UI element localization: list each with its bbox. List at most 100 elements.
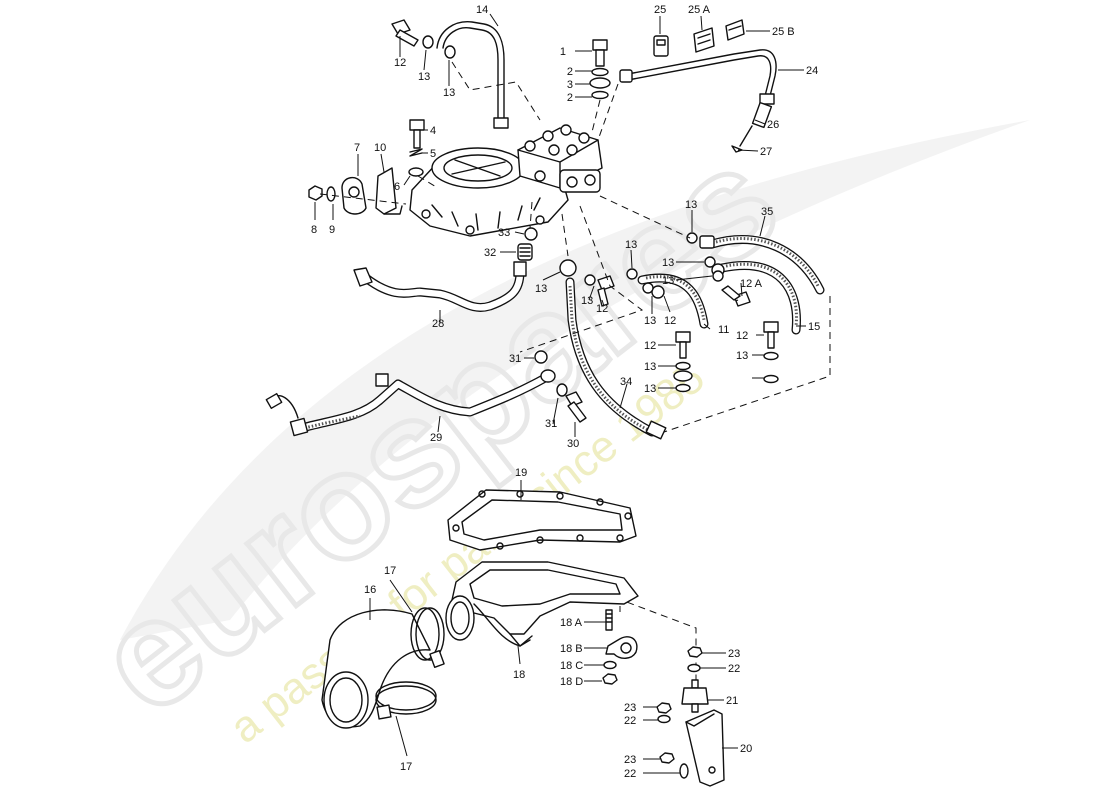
callout-12a: 12 A bbox=[740, 278, 763, 290]
seal-31-lower bbox=[556, 383, 568, 397]
callout-11: 11 bbox=[718, 324, 729, 336]
seal-31-upper bbox=[534, 350, 548, 364]
callout-23-top: 23 bbox=[728, 648, 740, 660]
leader-lines bbox=[314, 13, 806, 774]
callout-21: 21 bbox=[726, 695, 738, 707]
callout-13-r2: 13 bbox=[662, 257, 674, 269]
clamp-25 bbox=[653, 35, 669, 57]
clamp-25a bbox=[693, 27, 715, 53]
callout-22-bottom: 22 bbox=[624, 768, 636, 780]
washer-13-rr2 bbox=[763, 374, 779, 384]
hose-clamp-17-top bbox=[410, 607, 445, 668]
hose-clamp-17-bottom bbox=[375, 681, 437, 720]
vacuum-line-24 bbox=[619, 49, 777, 105]
callout-30: 30 bbox=[567, 438, 579, 450]
washer-13-m1 bbox=[626, 268, 638, 280]
callout-23-mid: 23 bbox=[624, 702, 636, 714]
callout-4: 4 bbox=[430, 125, 436, 137]
clip-27 bbox=[731, 145, 743, 153]
gasket-19 bbox=[447, 489, 637, 551]
seal-33 bbox=[524, 227, 538, 241]
callout-labels: 1 2 3 2 4 5 6 7 8 9 10 11 12 13 13 14 24… bbox=[311, 4, 820, 780]
callout-7: 7 bbox=[354, 142, 360, 154]
braided-line-34 bbox=[559, 259, 667, 440]
washer-9 bbox=[326, 186, 336, 202]
banjo-bolt-30 bbox=[565, 391, 587, 423]
callout-6: 6 bbox=[394, 181, 400, 193]
callout-31-a: 31 bbox=[509, 353, 521, 365]
callout-25a: 25 A bbox=[688, 4, 711, 16]
washer-13-c1 bbox=[675, 361, 691, 371]
washer-13-r1 bbox=[686, 232, 698, 244]
callout-19: 19 bbox=[515, 467, 527, 479]
washer-13-top-b bbox=[444, 45, 456, 59]
elbow-hose-16 bbox=[321, 609, 431, 729]
callout-17-bottom: 17 bbox=[400, 761, 412, 773]
callout-13-c2: 13 bbox=[644, 383, 656, 395]
callout-5: 5 bbox=[430, 148, 436, 160]
callout-32: 32 bbox=[484, 247, 496, 259]
banjo-3 bbox=[589, 77, 611, 89]
washer-22-mid bbox=[657, 714, 671, 724]
bracket-20 bbox=[685, 709, 725, 787]
intake-housing-18 bbox=[445, 561, 639, 647]
washer-2-b bbox=[591, 90, 609, 100]
callout-2-b: 2 bbox=[567, 92, 573, 104]
callout-25b: 25 B bbox=[772, 26, 795, 38]
nut-23-bottom bbox=[659, 752, 675, 764]
banjo-bolt-12-right bbox=[763, 321, 779, 349]
washer-22-bottom bbox=[679, 763, 689, 779]
callout-18a: 18 A bbox=[560, 617, 583, 629]
fitting-32 bbox=[517, 243, 533, 261]
nut-8 bbox=[308, 185, 323, 201]
nut-23-mid bbox=[656, 702, 672, 714]
callout-2: 2 bbox=[567, 66, 573, 78]
callout-18c: 18 C bbox=[560, 660, 583, 672]
callout-29: 29 bbox=[430, 432, 442, 444]
banjo-bolt-12-center bbox=[675, 331, 691, 359]
washer-13-rr1 bbox=[763, 351, 779, 361]
callout-20: 20 bbox=[740, 743, 752, 755]
washer-13-r2 bbox=[704, 256, 716, 268]
callout-31-b: 31 bbox=[545, 418, 557, 430]
callout-18d: 18 D bbox=[560, 676, 583, 688]
callout-12-center: 12 bbox=[644, 340, 656, 352]
banjo-bolt-12-top bbox=[391, 19, 419, 47]
rubber-mount-21 bbox=[681, 679, 709, 713]
washer-6 bbox=[408, 167, 424, 177]
nut-23-top bbox=[687, 646, 703, 658]
callout-34: 34 bbox=[620, 376, 632, 388]
callout-27: 27 bbox=[760, 146, 772, 158]
callout-18b: 18 B bbox=[560, 643, 583, 655]
fuel-line-14 bbox=[442, 27, 499, 121]
assembly-lines bbox=[319, 61, 831, 700]
washer-22-top bbox=[687, 663, 701, 673]
callout-8: 8 bbox=[311, 224, 317, 236]
washer-2-a bbox=[591, 67, 609, 77]
callout-12-right: 12 bbox=[736, 330, 748, 342]
callout-25: 25 bbox=[654, 4, 666, 16]
callout-26: 26 bbox=[767, 119, 779, 131]
washer-13-r3 bbox=[712, 270, 724, 282]
fuel-distributor bbox=[517, 124, 603, 193]
callout-33: 33 bbox=[498, 227, 510, 239]
washer-13-c2 bbox=[675, 383, 691, 393]
callout-35: 35 bbox=[761, 206, 773, 218]
callout-13-c1: 13 bbox=[644, 361, 656, 373]
callout-17-top: 17 bbox=[384, 565, 396, 577]
callout-28: 28 bbox=[432, 318, 444, 330]
screw-4 bbox=[409, 119, 425, 149]
callout-12-top: 12 bbox=[394, 57, 406, 69]
stud-18a bbox=[605, 609, 613, 631]
hose-28 bbox=[353, 261, 527, 312]
callout-23-bottom: 23 bbox=[624, 754, 636, 766]
bracket-7 bbox=[341, 177, 367, 215]
callout-13-m: 13 bbox=[625, 239, 637, 251]
clamp-18b bbox=[605, 636, 638, 659]
clamp-25b bbox=[725, 19, 745, 41]
callout-9: 9 bbox=[329, 224, 335, 236]
watermark-swoosh bbox=[120, 120, 1030, 640]
callout-10: 10 bbox=[374, 142, 386, 154]
callout-22-mid: 22 bbox=[624, 715, 636, 727]
callout-16: 16 bbox=[364, 584, 376, 596]
